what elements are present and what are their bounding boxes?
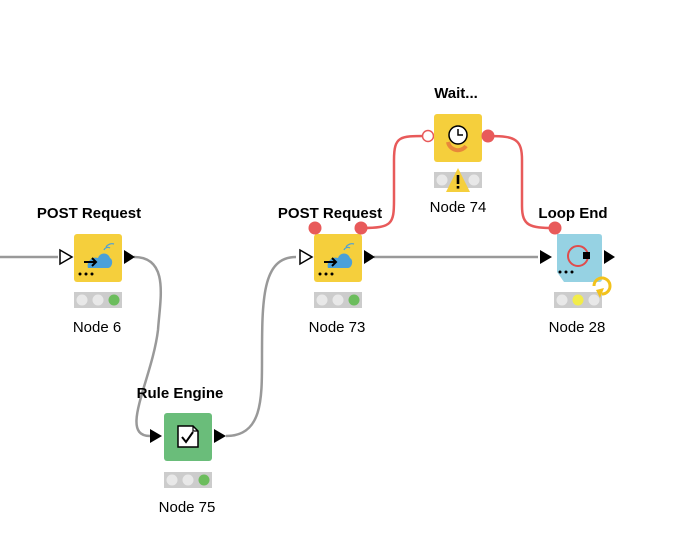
- node-title: POST Request: [277, 205, 383, 222]
- status-light-red: [316, 294, 328, 306]
- status-light-red: [166, 474, 178, 486]
- node-6[interactable]: [59, 234, 135, 308]
- status-light-green: [588, 294, 600, 306]
- node-label[interactable]: Node 28: [548, 319, 606, 336]
- node-label[interactable]: Node 73: [308, 319, 366, 336]
- clock-icon: [446, 125, 468, 153]
- status-light-green: [198, 474, 210, 486]
- flowvar-node74-to-node28[interactable]: [489, 134, 555, 230]
- connection-node6-to-node75[interactable]: [133, 255, 163, 438]
- rest-cloud-icon: [84, 243, 115, 268]
- node-74[interactable]: [421, 114, 495, 192]
- node-28[interactable]: [540, 221, 615, 309]
- status-light-red: [436, 174, 448, 186]
- node-75[interactable]: [150, 413, 226, 488]
- node-title: Rule Engine: [136, 385, 224, 402]
- output-port[interactable]: [214, 429, 226, 443]
- rest-cloud-icon: [324, 243, 355, 268]
- node-title: POST Request: [36, 205, 142, 222]
- warning-icon: [446, 168, 470, 192]
- rule-document-icon: [177, 425, 199, 448]
- node-title: Loop End: [538, 205, 608, 222]
- flowvar-node73-to-node74[interactable]: [361, 134, 427, 230]
- node-label[interactable]: Node 6: [72, 319, 122, 336]
- status-light-yellow: [182, 474, 194, 486]
- input-port[interactable]: [150, 429, 162, 443]
- dialog-dots-icon: [318, 272, 334, 276]
- node-body[interactable]: [557, 234, 602, 282]
- output-port[interactable]: [124, 250, 135, 264]
- loop-arrow-icon: [592, 276, 612, 298]
- status-light-yellow: [92, 294, 104, 306]
- input-port-open[interactable]: [59, 248, 74, 266]
- input-port-open[interactable]: [299, 248, 314, 266]
- status-light-yellow: [332, 294, 344, 306]
- loop-end-icon: [567, 245, 590, 267]
- flowvar-port-in[interactable]: [308, 221, 322, 235]
- node-label[interactable]: Node 74: [429, 199, 487, 216]
- connection-node75-to-node73[interactable]: [225, 255, 297, 438]
- status-light-green: [348, 294, 360, 306]
- status-light-red: [556, 294, 568, 306]
- node-73[interactable]: [299, 221, 375, 309]
- status-light-red: [76, 294, 88, 306]
- status-light-yellow: [572, 294, 584, 306]
- connections: [0, 134, 555, 438]
- flowvar-port-out[interactable]: [481, 129, 495, 143]
- flowvar-port-in-open[interactable]: [421, 129, 435, 143]
- output-port[interactable]: [364, 250, 375, 264]
- dialog-dots-icon: [558, 270, 574, 274]
- status-light-green: [108, 294, 120, 306]
- node-label[interactable]: Node 75: [158, 499, 216, 516]
- status-light-green: [468, 174, 480, 186]
- output-port[interactable]: [604, 250, 615, 264]
- flowvar-port-in[interactable]: [548, 221, 562, 235]
- dialog-dots-icon: [78, 272, 94, 276]
- node-title: Wait...: [434, 85, 478, 102]
- flowvar-port-out[interactable]: [354, 221, 368, 235]
- input-port[interactable]: [540, 250, 552, 264]
